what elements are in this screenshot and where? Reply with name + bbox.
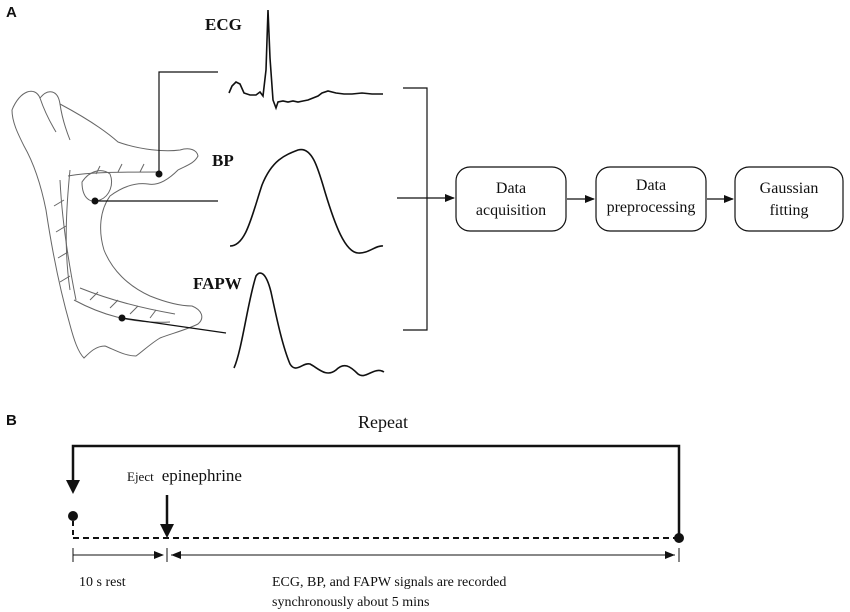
step-data-acquisition: Data acquisition bbox=[455, 166, 567, 232]
record-label-line1: ECG, BP, and FAPW signals are recorded bbox=[272, 575, 506, 590]
step-gaussian-fitting-line2: fitting bbox=[769, 202, 808, 219]
record-interval-arrow-right bbox=[665, 551, 675, 559]
record-interval-arrow-left bbox=[171, 551, 181, 559]
animal-illustration bbox=[11, 90, 203, 359]
step-gaussian-fitting-line1: Gaussian bbox=[760, 180, 819, 197]
repeat-label: Repeat bbox=[358, 412, 408, 432]
timeline-start-point bbox=[68, 511, 78, 521]
eject-drug: epinephrine bbox=[162, 466, 242, 485]
step-data-acquisition-line2: acquisition bbox=[476, 202, 546, 219]
repeat-arrowhead bbox=[66, 480, 80, 494]
signals-bracket bbox=[403, 87, 428, 331]
bp-waveform bbox=[229, 148, 384, 254]
step-gaussian-fitting: Gaussian fitting bbox=[734, 166, 844, 232]
eject-label: Eject epinephrine bbox=[127, 466, 242, 485]
rest-label: 10 s rest bbox=[79, 575, 126, 590]
step-data-acquisition-line1: Data bbox=[496, 180, 526, 197]
fapw-waveform bbox=[233, 272, 385, 377]
eject-prefix: Eject bbox=[127, 469, 154, 484]
ecg-label: ECG bbox=[205, 15, 242, 34]
timeline-end-point bbox=[674, 533, 684, 543]
step-data-preprocessing: Data preprocessing bbox=[595, 166, 707, 232]
ecg-waveform bbox=[228, 9, 383, 111]
ecg-leader-line bbox=[158, 71, 218, 174]
fapw-leader-line bbox=[121, 317, 227, 334]
record-label-line2: synchronously about 5 mins bbox=[272, 595, 430, 610]
step-data-preprocessing-line2: preprocessing bbox=[607, 199, 696, 216]
panel-b-letter: B bbox=[6, 412, 17, 429]
fapw-label: FAPW bbox=[193, 274, 242, 293]
step-data-preprocessing-line1: Data bbox=[636, 177, 666, 194]
repeat-loop-line bbox=[71, 444, 681, 538]
bp-label: BP bbox=[212, 151, 234, 170]
injection-arrowhead bbox=[160, 524, 174, 538]
panel-a-letter: A bbox=[6, 4, 17, 21]
